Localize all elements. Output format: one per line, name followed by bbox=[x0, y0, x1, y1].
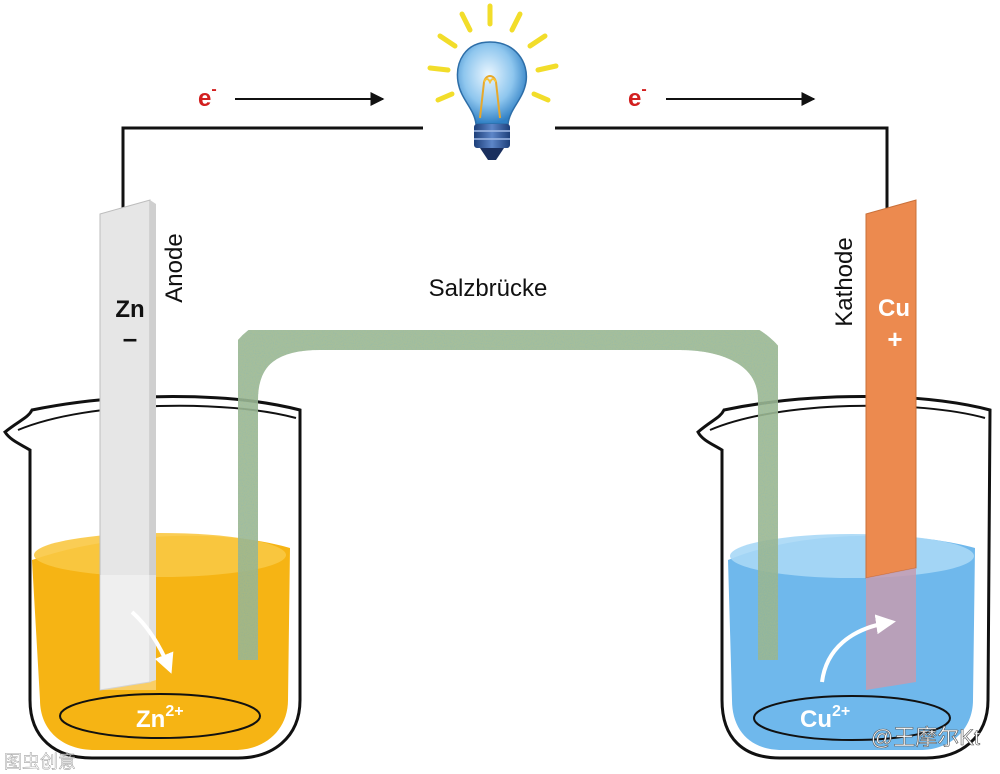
electron-label-left: e- bbox=[198, 81, 217, 112]
zinc-beaker-bottom bbox=[59, 693, 261, 739]
copper-ion-label: Cu2+ bbox=[800, 703, 850, 733]
copper-electrode-symbol: Cu bbox=[878, 295, 910, 322]
copper-ion-arrow bbox=[820, 614, 896, 683]
copper-beaker-bottom bbox=[753, 695, 951, 741]
wire-left bbox=[121, 126, 423, 210]
watermark-left: 图虫创意 bbox=[4, 752, 76, 772]
anode-label: Anode bbox=[161, 233, 188, 302]
zinc-beaker-outline bbox=[3, 395, 302, 760]
watermark-right: @王摩尔Kt bbox=[871, 725, 980, 750]
light-bulb-icon bbox=[427, 3, 559, 160]
zinc-electrode-symbol: Zn bbox=[115, 296, 144, 323]
wire-right bbox=[555, 126, 889, 210]
salt-bridge-label: Salzbrücke bbox=[429, 275, 548, 302]
zinc-electrode bbox=[99, 199, 156, 691]
circuit-wire bbox=[121, 126, 889, 210]
light-rays bbox=[427, 3, 559, 103]
copper-electrode bbox=[865, 199, 917, 690]
cathode-sign: + bbox=[887, 324, 902, 354]
electron-label-right: e- bbox=[628, 81, 647, 112]
zinc-ion-label: Zn2+ bbox=[136, 703, 184, 733]
cathode-label: Kathode bbox=[831, 237, 858, 326]
salt-bridge bbox=[218, 310, 798, 660]
anode-sign: – bbox=[123, 323, 137, 353]
zinc-ion-arrow bbox=[130, 610, 174, 674]
copper-beaker-outline bbox=[696, 395, 992, 760]
